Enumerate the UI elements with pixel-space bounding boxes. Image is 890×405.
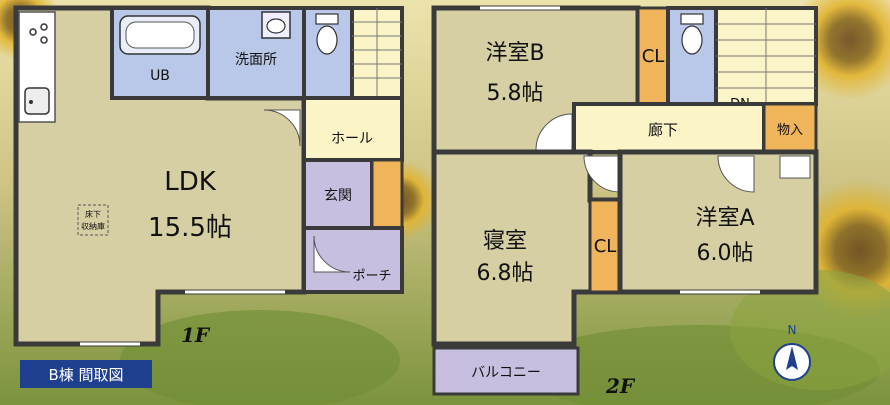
title-box — [20, 360, 152, 388]
room-a-size: 6.0帖 — [697, 241, 754, 266]
ldk-name: LDK — [164, 167, 217, 197]
balcony-label: バルコニー — [471, 365, 541, 381]
closet-top-label: CL — [642, 46, 665, 67]
shoe-cabinet — [370, 158, 404, 230]
storage-label: 物入 — [777, 123, 803, 138]
corridor-label: 廊下 — [648, 121, 678, 139]
compass-icon: N — [773, 323, 811, 381]
floor-2: 洋室B 5.8帖 CL DN 廊下 物入 寝室 6.8帖 — [431, 5, 819, 398]
porch-label: ポーチ — [352, 269, 391, 284]
unit-bath-label: UB — [150, 68, 170, 84]
stair-steps-2f — [716, 8, 816, 104]
hall-label: ホール — [331, 131, 373, 147]
compass-label: N — [788, 323, 797, 337]
washbasin-icon — [261, 11, 291, 39]
storage-door — [779, 155, 811, 179]
floor-2-label: 2F — [605, 374, 636, 398]
room-b-size: 5.8帖 — [487, 81, 544, 106]
bathtub-icon — [119, 15, 201, 55]
underfloor-storage — [77, 204, 109, 236]
door-swing — [535, 113, 573, 151]
door-swing — [313, 235, 351, 273]
toilet-icon — [680, 13, 704, 55]
floor-1: 床下 収納庫 LDK 15.5帖 UB 洗面所 — [13, 5, 404, 347]
toilet-icon — [315, 13, 339, 55]
floor-1-label: 1F — [181, 323, 211, 347]
sink-icon — [24, 87, 50, 115]
kitchen-stove-icon — [29, 23, 48, 44]
door-swing — [263, 109, 301, 147]
bedroom-size: 6.8帖 — [477, 261, 534, 286]
stair-steps-1f — [352, 8, 402, 98]
closet-bedroom-label: CL — [594, 236, 617, 257]
room-a-name: 洋室A — [695, 206, 754, 231]
door-swing — [717, 155, 755, 193]
storage-note-line2: 収納庫 — [81, 221, 105, 231]
bedroom-name: 寝室 — [483, 229, 527, 254]
room-b-name: 洋室B — [485, 41, 544, 66]
entrance-label: 玄関 — [324, 187, 352, 204]
plan-title: B棟 間取図 — [48, 366, 123, 384]
closet-bedroom — [588, 198, 622, 294]
ldk-size: 15.5帖 — [148, 213, 232, 243]
hall-room — [302, 96, 404, 162]
washroom-label: 洗面所 — [235, 52, 277, 68]
storage-note-line1: 床下 — [85, 209, 101, 219]
balcony — [432, 346, 580, 396]
